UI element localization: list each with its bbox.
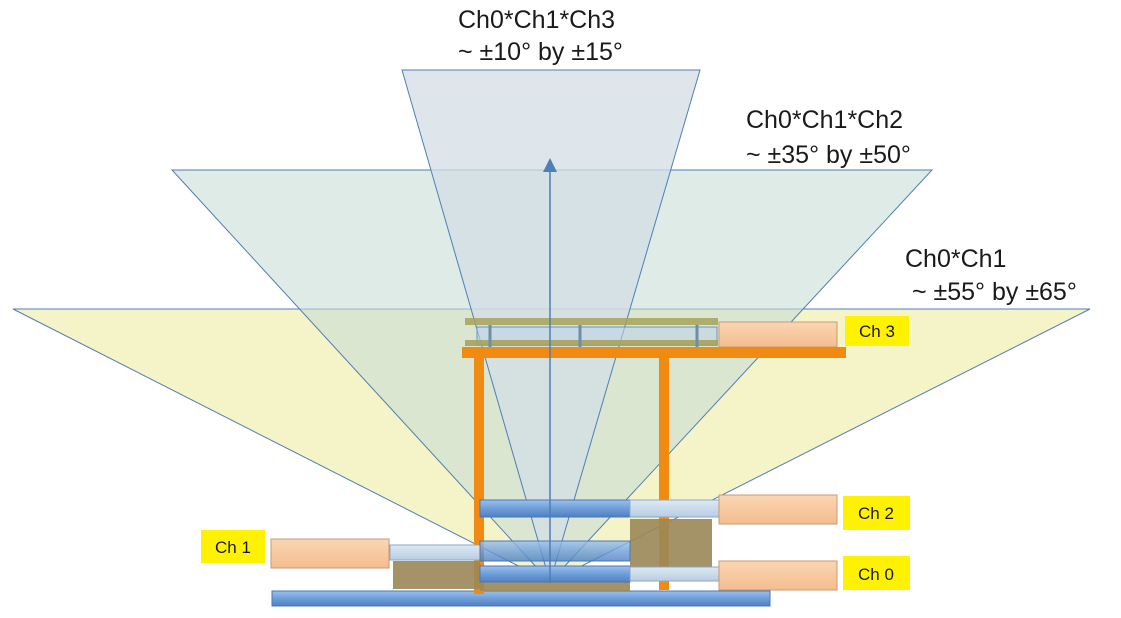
tag-ch2: Ch 2: [843, 496, 910, 530]
ch0-pad: [718, 560, 838, 591]
tag-ch0-label: Ch 0: [858, 565, 894, 584]
ch2-olive-block: [630, 519, 712, 567]
ch1-pad: [270, 538, 390, 569]
tag-ch1: Ch 1: [201, 530, 265, 563]
ch1-light-bar: [389, 544, 481, 561]
cone-ch0-ch1-ch2-title: Ch0*Ch1*Ch2: [746, 106, 903, 134]
tag-ch1-label: Ch 1: [215, 538, 251, 557]
cone-ch0-ch1-ch3-range: ~ ±10° by ±15°: [458, 38, 623, 66]
ch0-olive-block: [480, 581, 630, 591]
ch2-bar: [479, 499, 631, 518]
cone-ch0-ch1-ch3: [401, 69, 701, 584]
tag-ch2-label: Ch 2: [858, 504, 894, 523]
ch2-light-bar: [629, 499, 721, 518]
ch3-pcb-strip: [465, 340, 718, 346]
ch2-pad: [718, 494, 838, 525]
frame-top-beam: [462, 347, 846, 358]
ch3-top-strip: [465, 318, 718, 325]
tag-ch3: Ch 3: [845, 316, 909, 346]
tag-ch0: Ch 0: [843, 556, 910, 590]
cone-ch0-ch1-range: ~ ±55° by ±65°: [905, 278, 1077, 306]
tag-ch3-label: Ch 3: [859, 322, 895, 341]
cone-ch0-ch1-ch3-title: Ch0*Ch1*Ch3: [458, 6, 615, 34]
ch0-light-bar: [629, 566, 721, 582]
ch1-bar: [479, 540, 631, 562]
ch0-bar: [479, 565, 631, 583]
cone-ch0-ch1-ch2-range: ~ ±35° by ±50°: [746, 141, 911, 169]
frame-right-post: [659, 356, 669, 590]
cone-ch0-ch1-title: Ch0*Ch1: [905, 245, 1006, 273]
frame-left-post: [474, 356, 484, 594]
axis-arrowhead-icon: [543, 158, 557, 172]
ch1-olive-block: [393, 561, 480, 589]
base-plate: [271, 590, 771, 607]
ch3-pad: [718, 321, 838, 348]
